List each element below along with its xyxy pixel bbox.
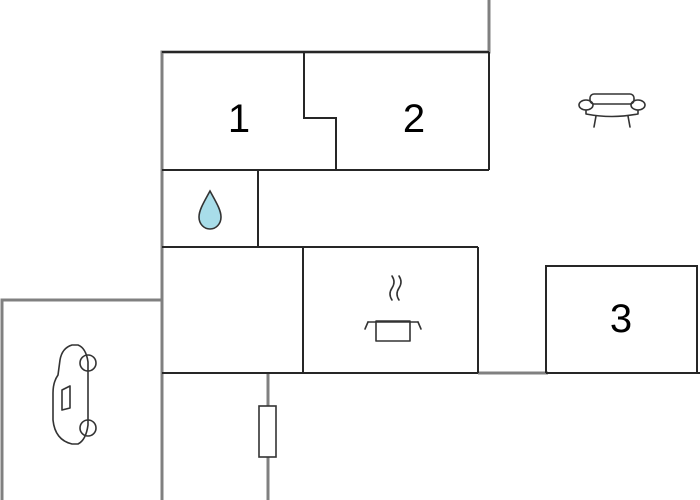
door-icon — [258, 405, 277, 458]
room-label-bedroom-2: 2 — [403, 97, 425, 141]
room-label-bedroom-1: 1 — [228, 97, 250, 141]
sofa-icon — [578, 93, 646, 128]
water-drop-icon — [198, 189, 222, 230]
inner-walls — [162, 51, 700, 374]
car-icon — [52, 344, 97, 445]
room-label-bedroom-3: 3 — [610, 297, 632, 341]
cooking-pot-icon — [364, 275, 422, 342]
